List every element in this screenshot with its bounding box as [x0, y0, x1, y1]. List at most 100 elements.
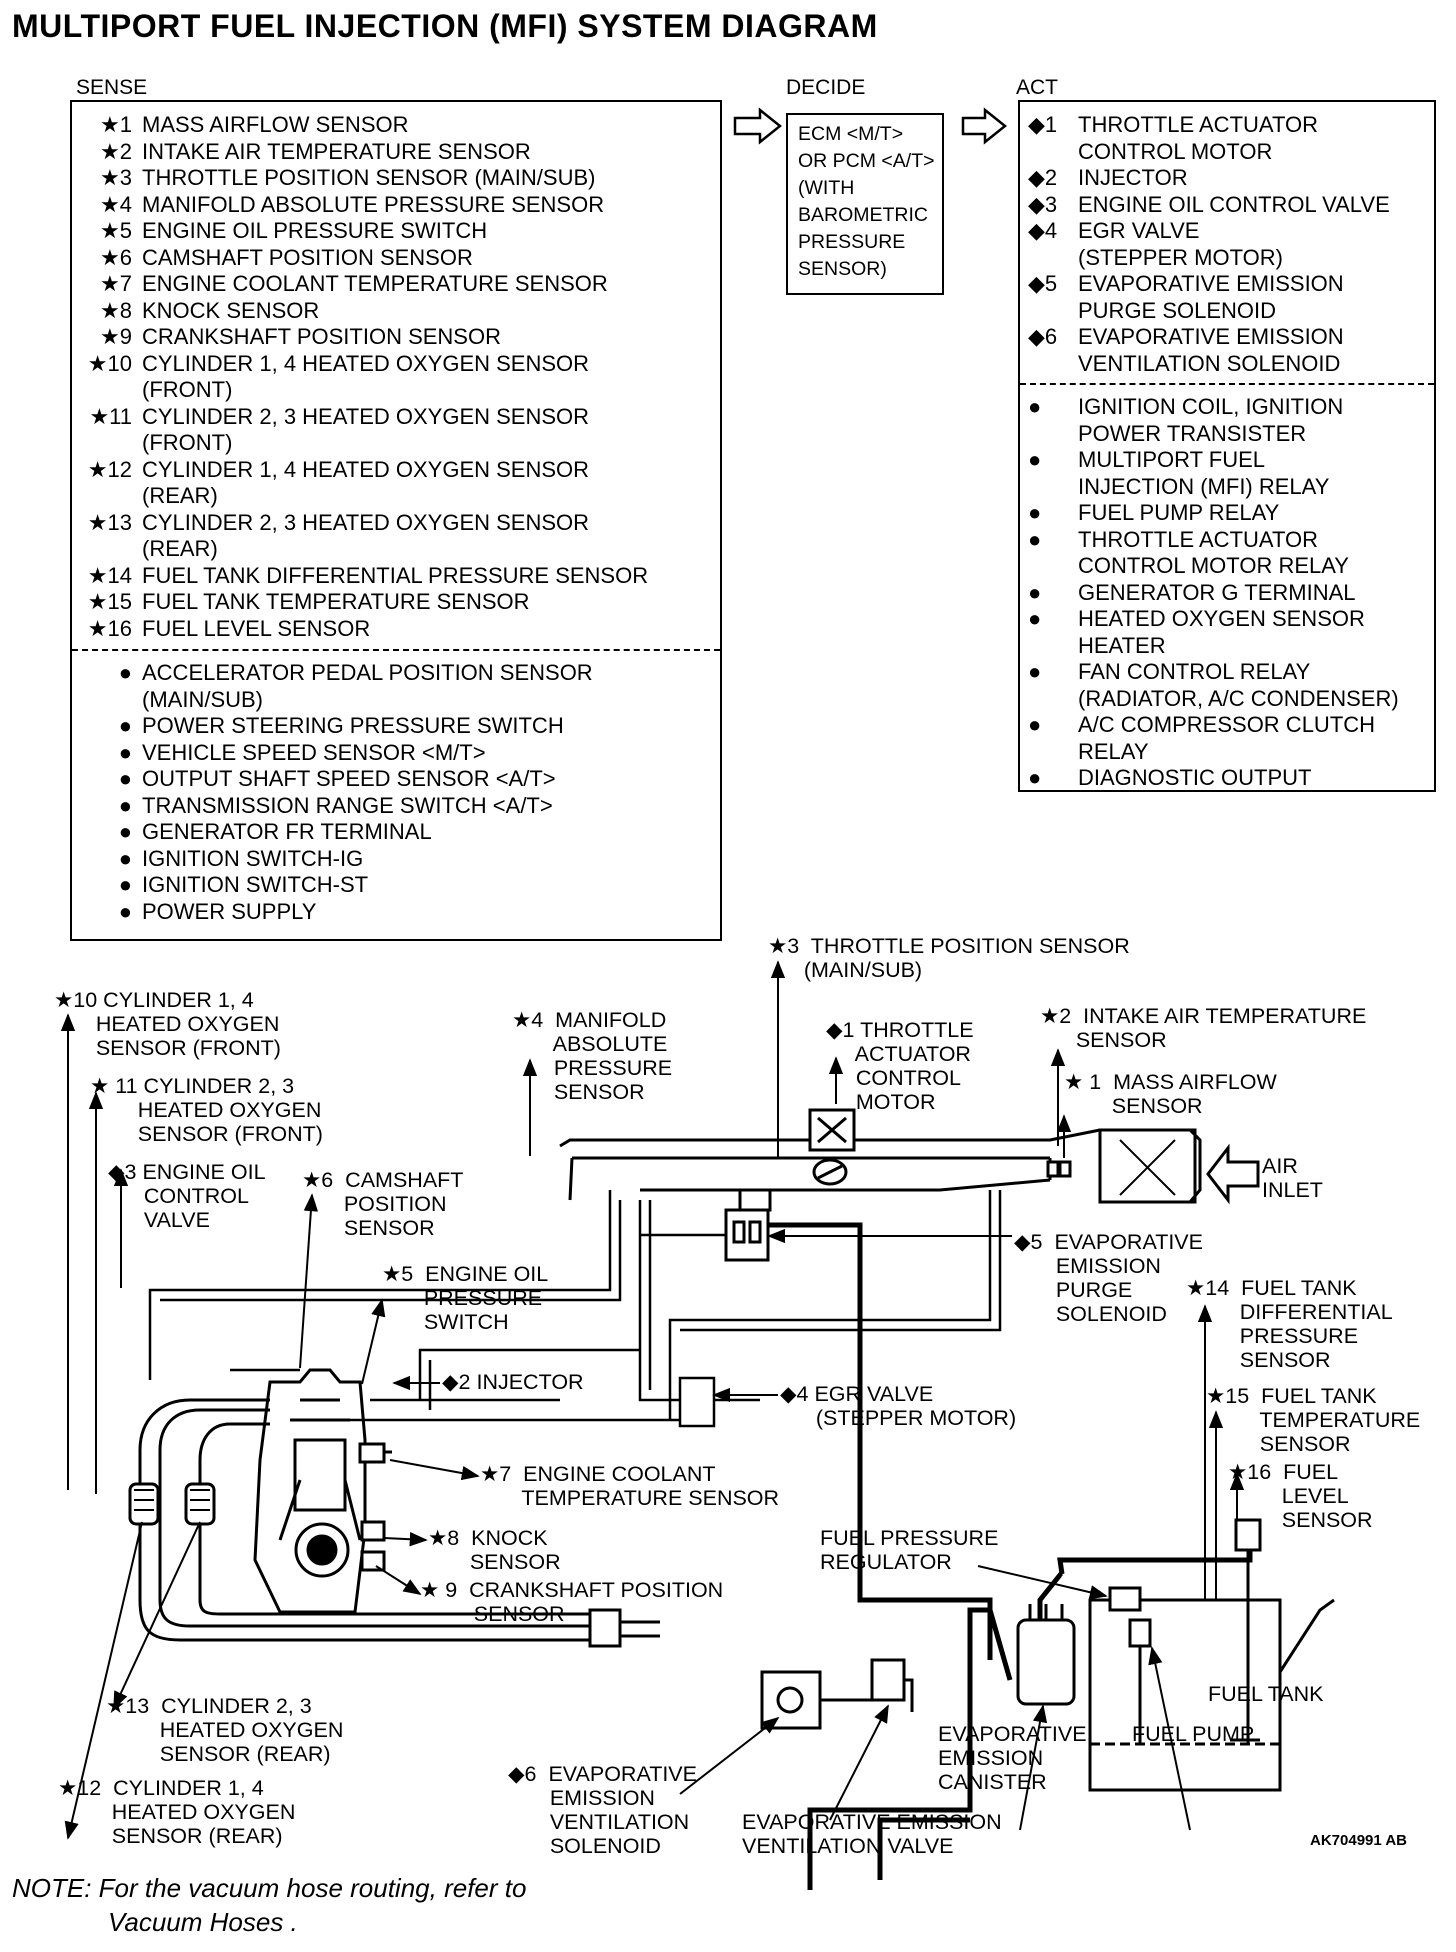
label-fuel-pump: FUEL PUMP: [1132, 1722, 1255, 1746]
exhaust-pipes: [128, 1398, 660, 1648]
item-marker: ●: [1028, 526, 1042, 552]
decide-line: SENSOR): [798, 258, 887, 280]
label-o2-sensor-10: ★10 CYLINDER 1, 4 HEATED OXYGEN SENSOR (…: [54, 988, 281, 1060]
decide-line: PRESSURE: [798, 231, 906, 253]
label-knock-sensor: ★8 KNOCK SENSOR: [428, 1526, 561, 1574]
label-mass-airflow-sensor: ★ 1 MASS AIRFLOW SENSOR: [1064, 1070, 1277, 1118]
item-marker: ●: [1028, 712, 1042, 737]
item-text: CAMSHAFT POSITION SENSOR: [142, 245, 473, 272]
item-text-line: (REAR): [142, 536, 218, 561]
list-item: ● IGNITION SWITCH-IG: [72, 846, 720, 873]
item-marker: ★11: [89, 403, 132, 429]
page-title: MULTIPORT FUEL INJECTION (MFI) SYSTEM DI…: [12, 8, 878, 44]
item-text-line: IGNITION COIL, IGNITION: [1078, 394, 1344, 419]
label-oil-pressure-switch: ★5 ENGINE OIL PRESSURE SWITCH: [382, 1262, 549, 1334]
fuel-tank: [1088, 1518, 1335, 1792]
item-marker: ●: [1028, 606, 1042, 631]
item-text-line: FUEL TANK DIFFERENTIAL PRESSURE SENSOR: [142, 562, 649, 588]
label-evap-canister: EVAPORATIVE EMISSION CANISTER: [938, 1722, 1087, 1794]
item-text: FAN CONTROL RELAY(RADIATOR, A/C CONDENSE…: [1078, 659, 1399, 712]
item-text-line: PURGE SOLENOID: [1078, 297, 1277, 323]
sense-divider: [72, 649, 720, 651]
list-item: ●OUTPUT SHAFT SPEED SENSOR <A/T>: [72, 766, 720, 793]
list-item: ●VEHICLE SPEED SENSOR <M/T>: [72, 740, 720, 767]
label-intake-air-temp-sensor: ★2 INTAKE AIR TEMPERATURE SENSOR: [1040, 1004, 1367, 1052]
list-item: ●POWER STEERING PRESSURE SWITCH: [72, 713, 720, 740]
item-marker: ★5: [100, 218, 132, 243]
item-text: IGNITION SWITCH-IG: [142, 846, 363, 873]
item-text: MANIFOLD ABSOLUTE PRESSURE SENSOR: [142, 192, 604, 219]
item-text-line: GENERATOR FR TERMINAL: [142, 819, 432, 844]
item-text: FUEL TANK TEMPERATURE SENSOR: [142, 589, 530, 616]
item-text: IGNITION SWITCH-ST: [142, 872, 368, 899]
item-text-line: FUEL TANK TEMPERATURE SENSOR: [142, 589, 530, 614]
item-text: GENERATOR FR TERMINAL: [142, 819, 432, 846]
item-text: EGR VALVE(STEPPER MOTOR): [1078, 218, 1283, 271]
label-injector: ◆2 INJECTOR: [442, 1370, 584, 1394]
item-text: MASS AIRFLOW SENSOR: [142, 112, 409, 139]
item-text-line: INJECTION (MFI) RELAY: [1078, 473, 1330, 499]
item-text-line: POWER TRANSISTER: [1078, 420, 1307, 446]
item-marker: ★15: [87, 589, 132, 614]
list-item: ● POWER SUPPLY: [72, 899, 720, 926]
list-item: ●TRANSMISSION RANGE SWITCH <A/T>: [72, 793, 720, 820]
item-text-line: CYLINDER 1, 4 HEATED OXYGEN SENSOR: [142, 350, 590, 376]
item-text: INTAKE AIR TEMPERATURE SENSOR: [142, 139, 531, 166]
item-text: CYLINDER 2, 3 HEATED OXYGEN SENSOR(REAR): [142, 510, 589, 563]
item-text-line: DIAGNOSTIC OUTPUT: [1078, 765, 1312, 790]
item-marker: ★2: [100, 138, 132, 164]
item-marker: ●: [1028, 447, 1042, 472]
item-text: INJECTOR: [1078, 165, 1188, 192]
item-marker: ★7: [100, 271, 132, 296]
item-marker: ●: [118, 845, 132, 871]
note-line-2: Vacuum Hoses .: [108, 1907, 298, 1937]
decide-line: BAROMETRIC: [798, 204, 929, 226]
list-item: ●IGNITION SWITCH-ST: [72, 872, 720, 899]
label-o2-sensor-12: ★12 CYLINDER 1, 4 HEATED OXYGEN SENSOR (…: [58, 1776, 296, 1848]
item-text: CYLINDER 1, 4 HEATED OXYGEN SENSOR(FRONT…: [142, 351, 589, 404]
item-text-line: ACCELERATOR PEDAL POSITION SENSOR: [142, 660, 593, 685]
item-text-line: POWER SUPPLY: [142, 898, 317, 924]
act-divider: [1020, 383, 1434, 385]
decide-line: ECM <M/T>: [798, 123, 904, 145]
item-marker: ●: [118, 898, 132, 924]
label-fuel-pressure-regulator: FUEL PRESSURE REGULATOR: [820, 1526, 999, 1574]
item-text: TRANSMISSION RANGE SWITCH <A/T>: [142, 793, 553, 820]
label-o2-sensor-11: ★ 11 CYLINDER 2, 3 HEATED OXYGEN SENSOR …: [90, 1074, 323, 1146]
item-marker: ◆5: [1028, 271, 1058, 296]
item-text-line: FAN CONTROL RELAY: [1078, 659, 1311, 684]
item-marker: ●: [118, 819, 132, 844]
item-text: OUTPUT SHAFT SPEED SENSOR <A/T>: [142, 766, 556, 793]
item-text: DIAGNOSTIC OUTPUT: [1078, 765, 1311, 792]
label-evap-vent-valve: EVAPORATIVE EMISSION VENTILATION VALVE: [742, 1810, 1002, 1858]
item-text-line: RELAY: [1078, 738, 1149, 764]
item-text: VEHICLE SPEED SENSOR <M/T>: [142, 740, 486, 767]
item-text-line: CAMSHAFT POSITION SENSOR: [142, 244, 473, 270]
item-text-line: THROTTLE ACTUATOR: [1078, 112, 1318, 137]
item-marker: ★9: [100, 324, 132, 349]
item-marker: ★12: [87, 456, 132, 482]
item-text: FUEL TANK DIFFERENTIAL PRESSURE SENSOR: [142, 563, 648, 590]
item-marker: ●: [118, 713, 132, 738]
item-text-line: KNOCK SENSOR: [142, 297, 320, 323]
label-map-sensor: ★4 MANIFOLD ABSOLUTE PRESSURE SENSOR: [512, 1008, 673, 1104]
item-marker: ●: [1028, 579, 1042, 605]
figure-code: AK704991 AB: [1310, 1832, 1407, 1849]
item-marker: ●: [118, 660, 132, 685]
label-crankshaft-sensor: ★ 9 CRANKSHAFT POSITION SENSOR: [420, 1578, 724, 1626]
